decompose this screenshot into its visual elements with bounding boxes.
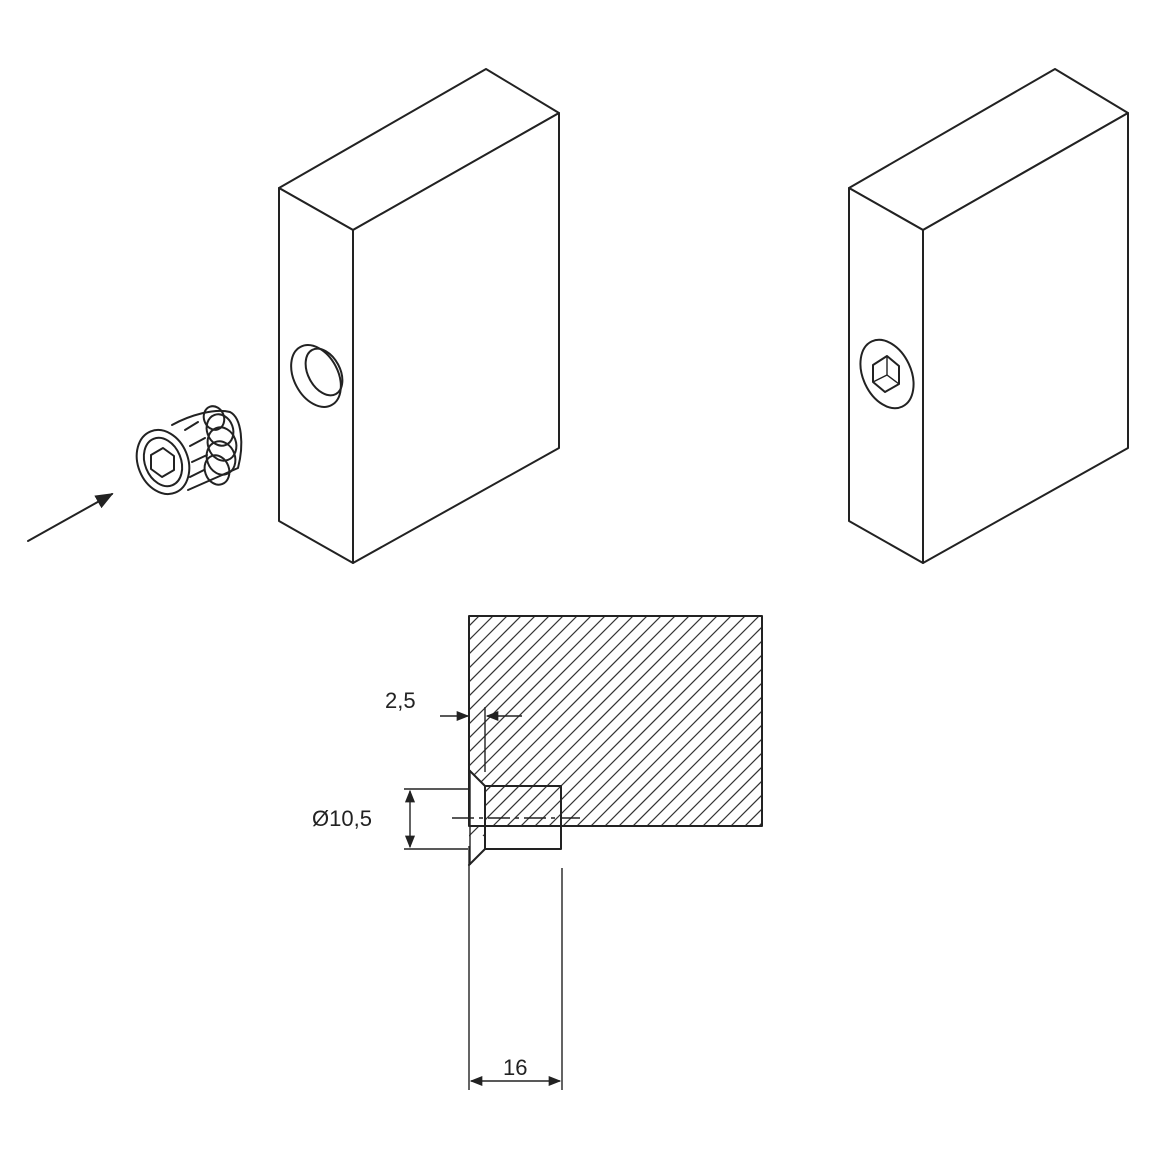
hatching bbox=[469, 606, 1007, 837]
hatch-line bbox=[664, 616, 762, 837]
section-view bbox=[452, 606, 1007, 866]
hatch-line bbox=[734, 616, 762, 837]
hatch-line bbox=[524, 616, 756, 837]
hatch-line bbox=[469, 616, 700, 837]
block-left-front-face bbox=[352, 112, 560, 564]
arrow-icon bbox=[27, 493, 114, 542]
hole-diameter-label: Ø10,5 bbox=[312, 806, 372, 831]
hatch-line bbox=[720, 616, 762, 837]
hatch-line bbox=[469, 616, 644, 837]
hole-depth-label: 16 bbox=[503, 1055, 527, 1080]
hatch-line bbox=[566, 616, 762, 837]
hatch-line bbox=[706, 616, 762, 837]
hatch-line bbox=[469, 616, 672, 837]
block-right-front-face bbox=[922, 112, 1129, 564]
hatch-line bbox=[469, 616, 546, 837]
hatch-line bbox=[748, 616, 762, 837]
block-with-insert bbox=[848, 68, 1129, 564]
hatch-line bbox=[763, 606, 993, 836]
block-with-hole bbox=[278, 68, 560, 564]
hatch-line bbox=[469, 616, 518, 837]
hatch-line bbox=[469, 616, 560, 837]
hatch-line bbox=[650, 616, 762, 837]
hatch-line bbox=[469, 616, 532, 837]
insert-hex-socket-icon bbox=[150, 447, 175, 478]
hatch-line bbox=[552, 616, 762, 837]
hatch-line bbox=[469, 616, 574, 837]
hatch-line bbox=[469, 616, 490, 837]
hatch-line bbox=[777, 606, 1007, 836]
hatch-line bbox=[608, 616, 762, 837]
hatch-line bbox=[510, 616, 742, 837]
hatch-line bbox=[469, 616, 630, 837]
hatch-line bbox=[622, 616, 762, 837]
insertion-arrow bbox=[27, 493, 114, 542]
dimension-depth: 16 bbox=[468, 846, 563, 1090]
dimension-diameter: Ø10,5 bbox=[312, 788, 468, 850]
installed-insert bbox=[859, 338, 915, 410]
hatch-line bbox=[469, 616, 616, 837]
hatch-line bbox=[692, 616, 762, 837]
hatch-line bbox=[594, 616, 762, 837]
hatch-line bbox=[636, 616, 762, 837]
threaded-insert-icon bbox=[135, 405, 243, 495]
hatch-line bbox=[469, 616, 658, 837]
hatch-line bbox=[538, 616, 762, 837]
hatch-line bbox=[482, 616, 714, 837]
hatch-line bbox=[678, 616, 762, 837]
countersink-depth-label: 2,5 bbox=[385, 688, 416, 713]
dimension-countersink: 2,5 bbox=[385, 688, 522, 772]
hatch-line bbox=[469, 616, 686, 837]
hatch-line bbox=[469, 616, 588, 837]
hatch-line bbox=[496, 616, 728, 837]
hatch-line bbox=[580, 616, 762, 837]
drilled-hole bbox=[290, 344, 344, 408]
